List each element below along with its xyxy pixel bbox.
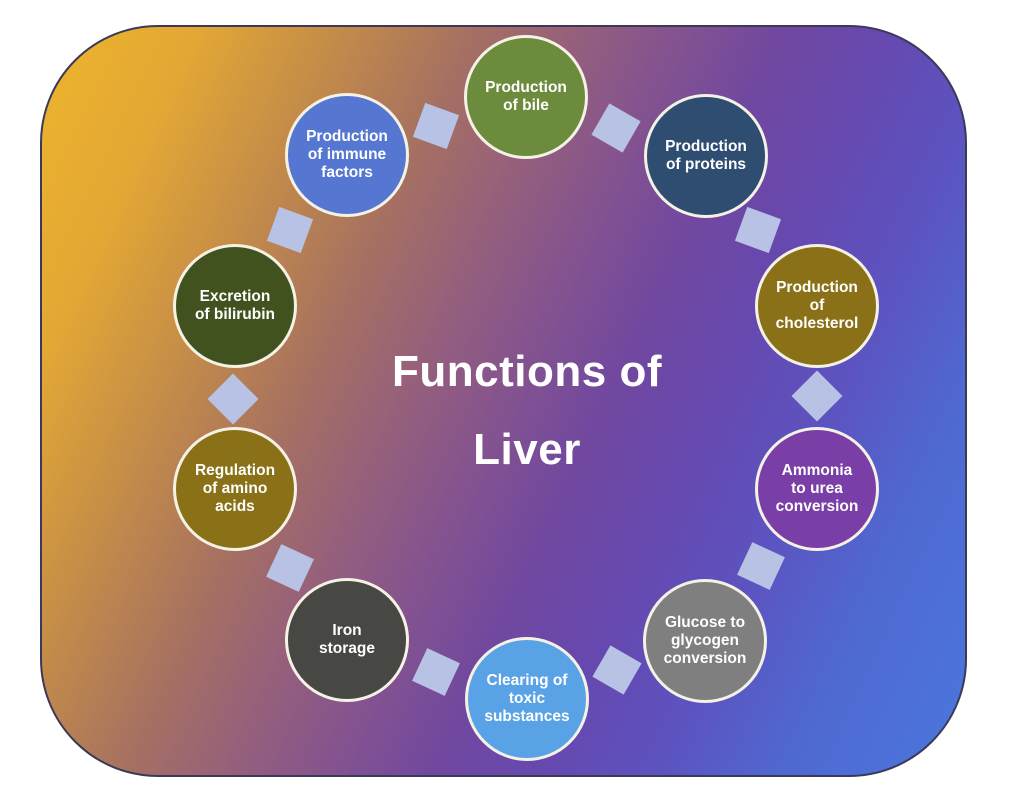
title-line-1: Functions of xyxy=(392,347,662,396)
node-excretion-of-bilirubin: Excretion of bilirubin xyxy=(173,244,297,368)
node-label: Glucose to glycogen conversion xyxy=(663,613,747,668)
node-label: Production of cholesterol xyxy=(775,278,859,333)
node-production-of-proteins: Production of proteins xyxy=(644,94,768,218)
node-production-of-bile: Production of bile xyxy=(464,35,588,159)
node-label: Excretion of bilirubin xyxy=(194,287,276,323)
node-clearing-of-toxic-substances: Clearing of toxic substances xyxy=(465,637,589,761)
node-iron-storage: Iron storage xyxy=(285,578,409,702)
title-line-2: Liver xyxy=(473,425,581,474)
node-label: Ammonia to urea conversion xyxy=(775,461,859,516)
node-label: Regulation of amino acids xyxy=(194,461,276,516)
node-label: Production of bile xyxy=(485,78,567,114)
node-regulation-of-amino-acids: Regulation of amino acids xyxy=(173,427,297,551)
node-label: Clearing of toxic substances xyxy=(484,671,570,726)
node-label: Iron storage xyxy=(319,621,375,657)
diagram-title: Functions of Liver xyxy=(392,333,662,489)
node-label: Production of proteins xyxy=(665,137,747,173)
node-label: Production of immune factors xyxy=(306,127,388,182)
node-ammonia-to-urea-conversion: Ammonia to urea conversion xyxy=(755,427,879,551)
node-glucose-to-glycogen-conversion: Glucose to glycogen conversion xyxy=(643,579,767,703)
node-production-of-cholesterol: Production of cholesterol xyxy=(755,244,879,368)
node-production-of-immune-factors: Production of immune factors xyxy=(285,93,409,217)
